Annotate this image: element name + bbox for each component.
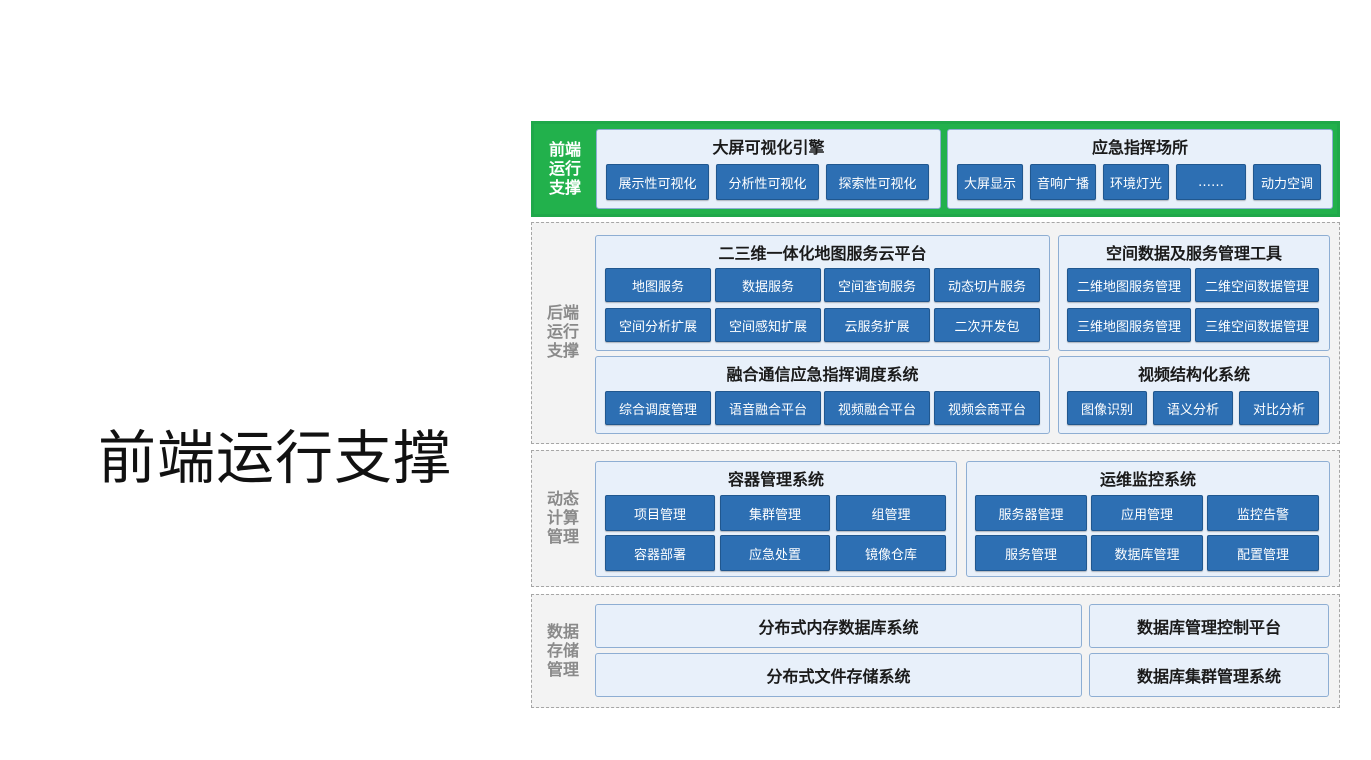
bar-distributed-file-storage[interactable]: 分布式文件存储系统: [595, 653, 1082, 697]
chip-voice-fusion[interactable]: 语音融合平台: [715, 391, 821, 425]
chip-image-registry[interactable]: 镜像仓库: [836, 535, 946, 571]
panel-title: 空间数据及服务管理工具: [1105, 244, 1282, 263]
chip-analysis-viz[interactable]: 分析性可视化: [716, 164, 819, 200]
chip-emergency-handling[interactable]: 应急处置: [720, 535, 830, 571]
panel-title: 二三维一体化地图服务云平台: [718, 244, 927, 263]
layer-label-frontend: 前端 运行 支撑: [548, 140, 581, 197]
panel-title: 容器管理系统: [727, 470, 824, 489]
bar-distributed-memory-db[interactable]: 分布式内存数据库系统: [595, 604, 1082, 648]
chip-spatial-sensing[interactable]: 空间感知扩展: [715, 308, 821, 342]
panel-spatial-tools: 空间数据及服务管理工具 二维地图服务管理 二维空间数据管理 三维地图服务管理 三…: [1058, 235, 1330, 351]
panel-command-site: 应急指挥场所 大屏显示 音响广播 环境灯光 …… 动力空调: [947, 129, 1333, 209]
layer-label-storage: 数据 存储 管理: [546, 622, 579, 679]
panel-map-platform: 二三维一体化地图服务云平台 地图服务 数据服务 空间查询服务 动态切片服务 空间…: [595, 235, 1050, 351]
layer-backend-support: 后端 运行 支撑 二三维一体化地图服务云平台 地图服务 数据服务 空间查询服务 …: [531, 222, 1340, 444]
panel-dispatch-system: 融合通信应急指挥调度系统 综合调度管理 语音融合平台 视频融合平台 视频会商平台: [595, 356, 1050, 434]
chip-comparison-analysis[interactable]: 对比分析: [1239, 391, 1319, 425]
layer-data-storage: 数据 存储 管理 分布式内存数据库系统 数据库管理控制平台 分布式文件存储系统 …: [531, 594, 1340, 708]
chip-data-service[interactable]: 数据服务: [715, 268, 821, 302]
panel-title: 视频结构化系统: [1137, 365, 1250, 384]
panel-ops-system: 运维监控系统 服务器管理 应用管理 监控告警 服务管理 数据库管理 配置管理: [966, 461, 1330, 577]
chip-map-service[interactable]: 地图服务: [605, 268, 711, 302]
chip-config-mgmt[interactable]: 配置管理: [1207, 535, 1319, 571]
chip-ambient-light[interactable]: 环境灯光: [1103, 164, 1169, 200]
chip-integrated-dispatch[interactable]: 综合调度管理: [605, 391, 711, 425]
chip-spatial-query[interactable]: 空间查询服务: [824, 268, 930, 302]
layer-label-compute: 动态 计算 管理: [546, 489, 579, 546]
bar-db-control-platform[interactable]: 数据库管理控制平台: [1089, 604, 1329, 648]
chip-video-conference[interactable]: 视频会商平台: [934, 391, 1040, 425]
chip-database-mgmt[interactable]: 数据库管理: [1091, 535, 1203, 571]
chip-3d-spatial-data-mgmt[interactable]: 三维空间数据管理: [1195, 308, 1319, 342]
chip-image-recognition[interactable]: 图像识别: [1067, 391, 1147, 425]
panel-video-system: 视频结构化系统 图像识别 语义分析 对比分析: [1058, 356, 1330, 434]
chip-spatial-analysis[interactable]: 空间分析扩展: [605, 308, 711, 342]
panel-title: 大屏可视化引擎: [712, 138, 825, 157]
panel-title: 运维监控系统: [1099, 470, 1196, 489]
chip-project-mgmt[interactable]: 项目管理: [605, 495, 715, 531]
layer-dynamic-compute: 动态 计算 管理 容器管理系统 项目管理 集群管理 组管理 容器部署 应急处置 …: [531, 450, 1340, 587]
chip-display-viz[interactable]: 展示性可视化: [606, 164, 709, 200]
chip-dynamic-tile[interactable]: 动态切片服务: [934, 268, 1040, 302]
chip-server-mgmt[interactable]: 服务器管理: [975, 495, 1087, 531]
chip-cluster-mgmt[interactable]: 集群管理: [720, 495, 830, 531]
chip-explore-viz[interactable]: 探索性可视化: [826, 164, 929, 200]
chip-app-mgmt[interactable]: 应用管理: [1091, 495, 1203, 531]
chip-monitor-alert[interactable]: 监控告警: [1207, 495, 1319, 531]
chip-power-hvac[interactable]: 动力空调: [1253, 164, 1321, 200]
chip-container-deploy[interactable]: 容器部署: [605, 535, 715, 571]
chip-cloud-service[interactable]: 云服务扩展: [824, 308, 930, 342]
chip-2d-map-service-mgmt[interactable]: 二维地图服务管理: [1067, 268, 1191, 302]
page-title: 前端运行支撑: [98, 424, 453, 492]
chip-ellipsis[interactable]: ……: [1176, 164, 1246, 200]
chip-dev-kit[interactable]: 二次开发包: [934, 308, 1040, 342]
layer-label-backend: 后端 运行 支撑: [546, 303, 579, 360]
layer-frontend-support: 前端 运行 支撑 大屏可视化引擎 展示性可视化 分析性可视化 探索性可视化 应急…: [531, 121, 1340, 217]
chip-audio-broadcast[interactable]: 音响广播: [1030, 164, 1096, 200]
chip-3d-map-service-mgmt[interactable]: 三维地图服务管理: [1067, 308, 1191, 342]
chip-semantic-analysis[interactable]: 语义分析: [1153, 391, 1233, 425]
panel-viz-engine: 大屏可视化引擎 展示性可视化 分析性可视化 探索性可视化: [596, 129, 941, 209]
chip-group-mgmt[interactable]: 组管理: [836, 495, 946, 531]
chip-video-fusion[interactable]: 视频融合平台: [824, 391, 930, 425]
chip-service-mgmt[interactable]: 服务管理: [975, 535, 1087, 571]
panel-container-system: 容器管理系统 项目管理 集群管理 组管理 容器部署 应急处置 镜像仓库: [595, 461, 957, 577]
chip-2d-spatial-data-mgmt[interactable]: 二维空间数据管理: [1195, 268, 1319, 302]
panel-title: 应急指挥场所: [1091, 138, 1188, 157]
bar-db-cluster-mgmt[interactable]: 数据库集群管理系统: [1089, 653, 1329, 697]
panel-title: 融合通信应急指挥调度系统: [726, 365, 919, 384]
chip-big-screen[interactable]: 大屏显示: [957, 164, 1023, 200]
